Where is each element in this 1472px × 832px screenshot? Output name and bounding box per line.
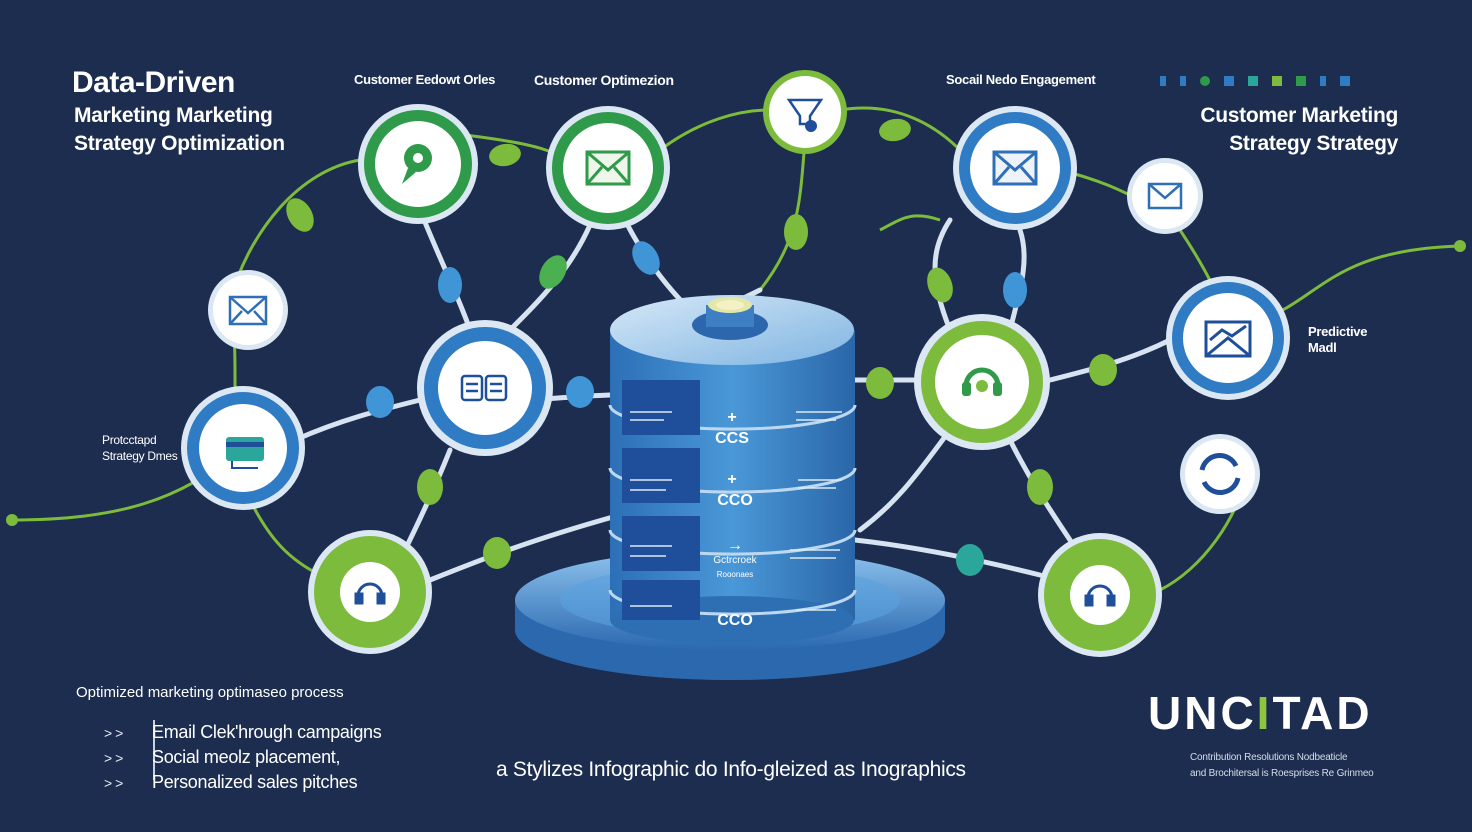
right-title-1: Customer Marketing [1200,104,1398,127]
logo: UNCITAD [1148,686,1373,740]
node-headset-right[interactable] [914,314,1050,450]
node-envelope-small-right[interactable] [1127,158,1203,234]
side-label-right-1: Predictive [1308,324,1368,339]
list-item: >> Email Clek'hrough campaigns [104,720,382,745]
top-label-right: Socail Nedo Engagement [946,72,1096,87]
page-subtitle-2: Strategy Optimization [74,132,285,155]
chevron-right-icon: >> [104,749,127,766]
db-layer-1-label: CCS [715,430,749,447]
logo-text-3: TAD [1272,687,1373,739]
square-icon [1296,76,1306,86]
logo-subtitle-2: and Brochitersal is Roesprises Re Grinme… [1190,768,1374,779]
envelope-icon [585,150,631,186]
square-icon [1272,76,1282,86]
envelope-icon [228,295,268,326]
svg-text:→: → [727,537,743,554]
right-title-2: Strategy Strategy [1229,132,1398,155]
page-subtitle-1: Marketing Marketing [74,104,273,127]
side-label-left-2: Strategy Dmes [102,449,178,463]
color-squares [1160,76,1350,86]
node-headset-bottom-right[interactable] [1038,533,1162,657]
svg-text:+: + [727,471,736,488]
headset-icon [962,367,1002,396]
square-icon [1224,76,1234,86]
node-card-left[interactable] [181,386,305,510]
envelope-icon [992,150,1038,186]
node-funnel-top[interactable] [763,70,847,154]
process-item-text: Personalized sales pitches [152,772,358,792]
list-item: >> Social meolz placement, [104,745,381,770]
svg-text:+: + [727,409,736,426]
node-chat-top-left[interactable] [358,104,478,224]
dot-icon [1200,76,1210,86]
node-envelope-top-right[interactable] [953,106,1077,230]
process-list: >> Email Clek'hrough campaigns >> Social… [104,720,382,795]
headset-icon [1084,584,1116,607]
connector-dots [6,118,1466,576]
db-layer-3-label-2: Rooonaes [717,570,753,579]
process-item-text: Social meolz placement, [152,747,341,767]
process-title: Optimized marketing optimaseo process [76,684,344,701]
node-predictive-model[interactable] [1166,276,1290,400]
node-envelope-small-left[interactable] [208,270,288,350]
page-title: Data-Driven [72,66,235,99]
chevron-right-icon: >> [104,774,127,791]
db-layer-4-label: CCO [717,612,753,629]
document-icon [460,374,508,402]
card-icon [226,437,264,469]
db-layer-2-label: CCO [717,492,753,509]
node-envelope-top[interactable] [546,106,670,230]
logo-text-1: UNC [1148,687,1257,739]
refresh-icon [1199,453,1241,495]
list-item: >> Personalized sales pitches [104,770,381,795]
db-layer-3-label-1: Gctrcroek [713,555,757,566]
database-cylinder: CCS CCO CCO Gctrcroek Rooonaes + + → [515,295,945,680]
headset-icon [354,582,386,605]
logo-subtitle-1: Contribution Resolutions Nodbeaticle [1190,752,1348,763]
envelope-icon [1147,182,1183,210]
logo-text-2: I [1256,687,1273,739]
funnel-icon [786,98,824,132]
side-label-right-2: Madl [1308,340,1337,355]
node-document-left[interactable] [417,320,553,456]
envelope-chart-icon [1204,320,1252,358]
caption: a Stylizes Infographic do Info-gleized a… [496,758,966,781]
side-label-left-1: Protcctapd [102,433,157,447]
top-label-center: Customer Optimezion [534,72,674,88]
square-icon [1160,76,1166,86]
chevron-right-icon: >> [104,724,127,741]
node-refresh-right[interactable] [1180,434,1260,514]
process-divider [153,720,155,780]
square-icon [1320,76,1326,86]
chat-bubble-icon [402,144,432,184]
square-icon [1340,76,1350,86]
top-label-left: Customer Eedowt Orles [354,72,496,87]
square-icon [1180,76,1186,86]
process-item-text: Email Clek'hrough campaigns [152,722,382,742]
node-headset-bottom-left[interactable] [308,530,432,654]
square-icon [1248,76,1258,86]
